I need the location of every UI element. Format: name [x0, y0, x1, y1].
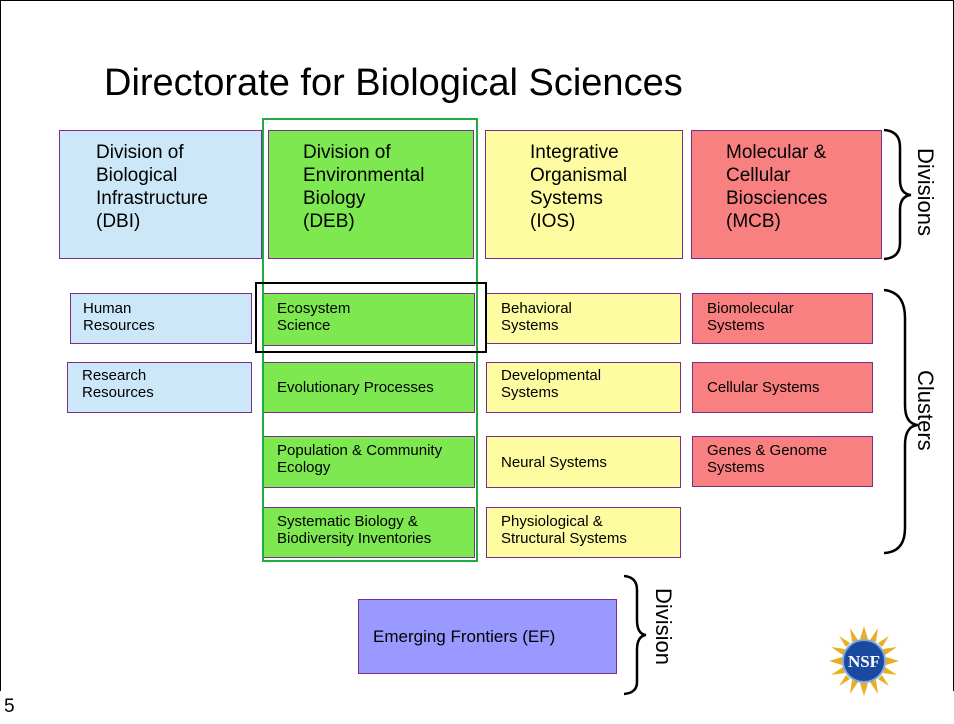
page-number: 5	[4, 696, 15, 717]
cluster-systematic-biology: Systematic Biology & Biodiversity Invent…	[262, 507, 475, 558]
division-deb: Division of Environmental Biology (DEB)	[268, 130, 474, 259]
division-emerging-frontiers: Emerging Frontiers (EF)	[358, 599, 617, 674]
cluster-biomolecular-systems: Biomolecular Systems	[692, 293, 873, 344]
cluster-neural-systems-label: Neural Systems	[501, 454, 607, 471]
cluster-research-resources-label: Research Resources	[82, 367, 154, 401]
label-divisions: Divisions	[913, 148, 938, 237]
cluster-cellular-systems: Cellular Systems	[692, 362, 873, 413]
cluster-human-resources: Human Resources	[70, 293, 252, 344]
cluster-genes-genome-systems-label: Genes & Genome Systems	[707, 442, 828, 476]
division-ios: Integrative Organismal Systems (IOS)	[485, 130, 683, 259]
cluster-human-resources-label: Human Resources	[83, 300, 155, 334]
cluster-evolutionary-processes-label: Evolutionary Processes	[277, 379, 434, 396]
nsf-logo-text: NSF	[848, 652, 880, 671]
division-ios-label: Integrative Organismal Systems (IOS)	[530, 142, 628, 232]
cluster-ecosystem-science: Ecosystem Science	[262, 293, 475, 346]
cluster-biomolecular-systems-label: Biomolecular Systems	[707, 300, 794, 334]
deb-highlight-column	[262, 118, 478, 562]
ecosystem-science-highlight	[255, 282, 487, 353]
cluster-developmental-systems-label: Developmental Systems	[501, 367, 602, 401]
division-brace	[623, 574, 647, 696]
label-clusters: Clusters	[913, 370, 938, 451]
cluster-population-community-ecology-label: Population & Community Ecology	[277, 442, 443, 476]
division-deb-label: Division of Environmental Biology (DEB)	[303, 142, 425, 232]
division-mcb: Molecular & Cellular Biosciences (MCB)	[691, 130, 882, 259]
cluster-research-resources: Research Resources	[67, 362, 252, 413]
cluster-neural-systems: Neural Systems	[486, 436, 681, 488]
cluster-systematic-biology-label: Systematic Biology & Biodiversity Invent…	[277, 513, 432, 547]
cluster-developmental-systems: Developmental Systems	[486, 362, 681, 413]
cluster-cellular-systems-label: Cellular Systems	[707, 379, 820, 396]
division-mcb-label: Molecular & Cellular Biosciences (MCB)	[726, 142, 828, 232]
nsf-logo: NSF	[829, 626, 899, 696]
cluster-physiological-structural-systems: Physiological & Structural Systems	[486, 507, 681, 558]
division-dbi: Division of Biological Infrastructure (D…	[59, 130, 262, 259]
slide-title: Directorate for Biological Sciences	[104, 62, 683, 104]
cluster-genes-genome-systems: Genes & Genome Systems	[692, 436, 873, 487]
division-ef-label: Emerging Frontiers (EF)	[373, 627, 556, 646]
cluster-evolutionary-processes: Evolutionary Processes	[262, 362, 475, 413]
cluster-ecosystem-science-label: Ecosystem Science	[277, 300, 351, 334]
cluster-behavioral-systems-label: Behavioral Systems	[501, 300, 572, 334]
divisions-brace	[883, 128, 912, 261]
cluster-population-community-ecology: Population & Community Ecology	[262, 436, 475, 488]
clusters-brace	[883, 288, 919, 555]
cluster-behavioral-systems: Behavioral Systems	[486, 293, 681, 344]
division-dbi-label: Division of Biological Infrastructure (D…	[96, 142, 208, 232]
label-division: Division	[651, 588, 676, 666]
cluster-physiological-structural-systems-label: Physiological & Structural Systems	[501, 513, 627, 547]
